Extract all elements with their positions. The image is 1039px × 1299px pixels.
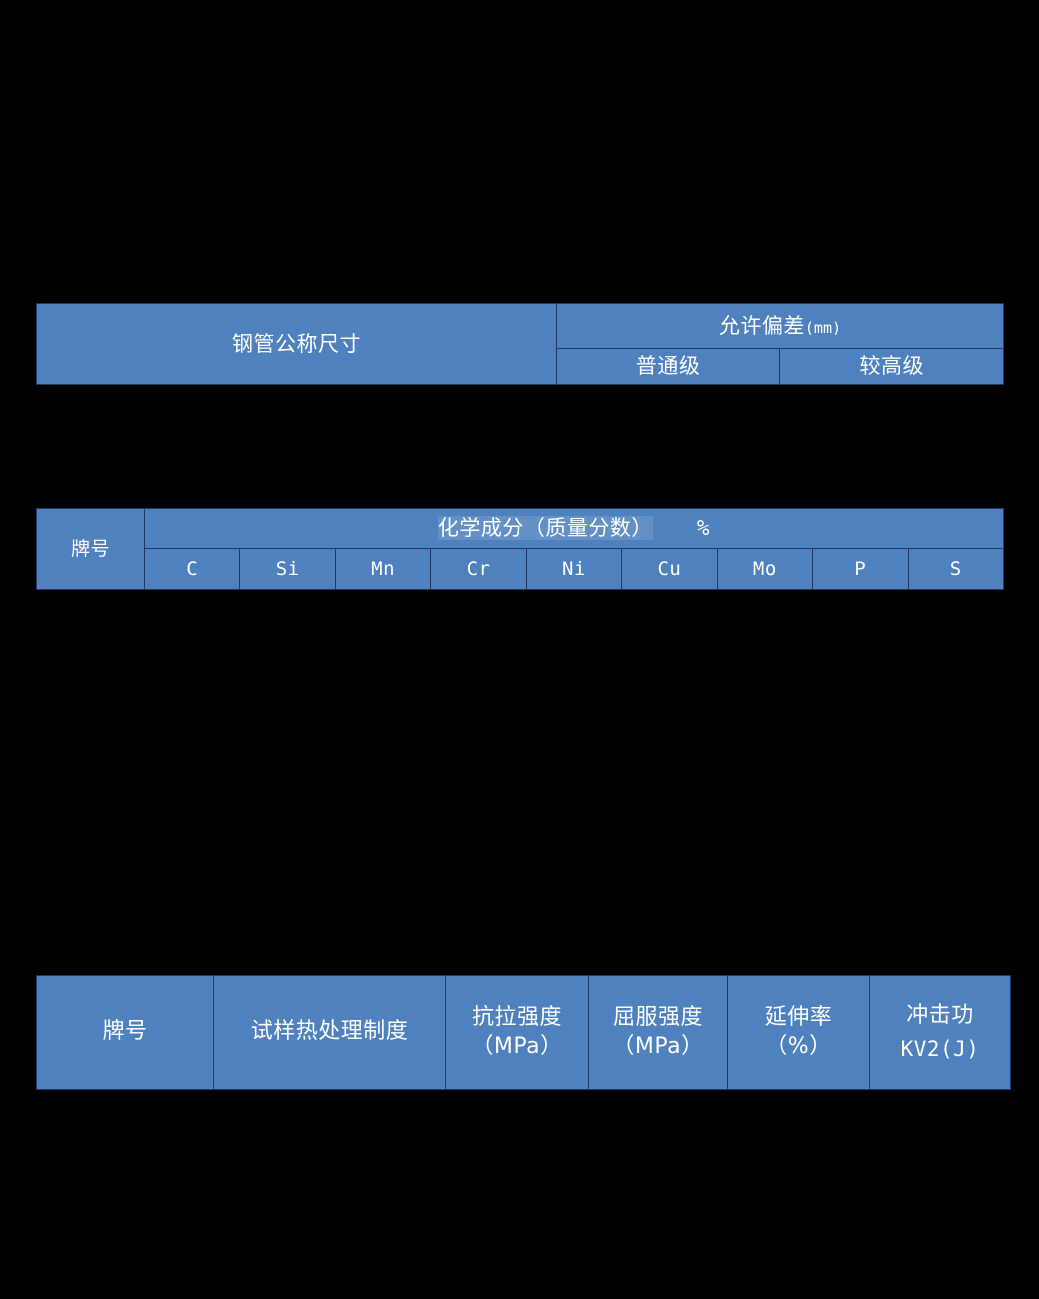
impact-energy-label: 冲击功 <box>906 1002 974 1028</box>
cell-nominal-size-header[interactable]: 钢管公称尺寸 <box>36 303 557 385</box>
heat-treatment-label: 试样热处理制度 <box>250 1019 409 1045</box>
cell-element-s[interactable]: S <box>907 548 1004 590</box>
chemical-composition-table: 牌号 化学成分（质量分数）% C Si Mn Cr Ni Cu Mo P S <box>36 508 1004 590</box>
tensile-strength-unit: （MPa） <box>471 1033 563 1059</box>
cell-element-c[interactable]: C <box>143 548 241 590</box>
cell-element-cr[interactable]: Cr <box>430 548 527 590</box>
cell-element-cu[interactable]: Cu <box>621 548 718 590</box>
yield-strength-unit: （MPa） <box>612 1033 704 1059</box>
elongation-label: 延伸率 <box>764 1005 833 1031</box>
cell-chemical-composition-header[interactable]: 化学成分（质量分数）% <box>144 508 1004 549</box>
cell-higher-grade-header[interactable]: 较高级 <box>779 348 1004 385</box>
elongation-unit: （%） <box>765 1033 832 1059</box>
cell-yield-strength-header[interactable]: 屈服强度 （MPa） <box>588 975 728 1090</box>
cell-tensile-strength-header[interactable]: 抗拉强度 （MPa） <box>445 975 589 1090</box>
cell-heat-treatment-header[interactable]: 试样热处理制度 <box>213 975 446 1090</box>
percent-unit-label: % <box>696 516 711 541</box>
table-row: 普通级 较高级 <box>37 348 1004 385</box>
cell-impact-energy-header[interactable]: 冲击功 KV2(J) <box>869 975 1011 1090</box>
mechanical-properties-table: 牌号 试样热处理制度 抗拉强度 （MPa） 屈服强度 （MPa） 延伸率 （%） <box>36 975 1011 1090</box>
cell-elongation-header[interactable]: 延伸率 （%） <box>727 975 870 1090</box>
cell-grade-header[interactable]: 牌号 <box>36 975 214 1090</box>
impact-energy-unit: KV2(J) <box>900 1037 980 1062</box>
cell-element-mo[interactable]: Mo <box>716 548 814 590</box>
tolerance-unit-label: (mm) <box>804 318 842 337</box>
cell-element-si[interactable]: Si <box>239 548 336 590</box>
tensile-strength-label: 抗拉强度 <box>471 1005 562 1031</box>
table-row: 牌号 化学成分（质量分数）% <box>36 508 1004 590</box>
chemical-composition-label: 化学成分（质量分数） <box>437 516 653 541</box>
grade-label: 牌号 <box>102 1019 148 1045</box>
cell-grade-header[interactable]: 牌号 <box>36 508 145 590</box>
cell-element-ni[interactable]: Ni <box>525 548 623 590</box>
cell-ordinary-grade-header[interactable]: 普通级 <box>555 348 781 385</box>
table-row: C Si Mn Cr Ni Cu Mo P S <box>37 548 1004 590</box>
table-row: 钢管公称尺寸 允许偏差(mm) <box>36 303 1005 385</box>
yield-strength-label: 屈服强度 <box>612 1005 703 1031</box>
steel-pipe-dimension-tolerance-table: 钢管公称尺寸 允许偏差(mm) 普通级 较高级 <box>36 303 1005 385</box>
cell-element-mn[interactable]: Mn <box>334 548 432 590</box>
cell-tolerance-header[interactable]: 允许偏差(mm) <box>555 303 1005 349</box>
table-row: 牌号 试样热处理制度 抗拉强度 （MPa） 屈服强度 （MPa） 延伸率 （%） <box>36 975 1011 1090</box>
tolerance-label: 允许偏差 <box>718 313 805 338</box>
cell-element-p[interactable]: P <box>812 548 909 590</box>
